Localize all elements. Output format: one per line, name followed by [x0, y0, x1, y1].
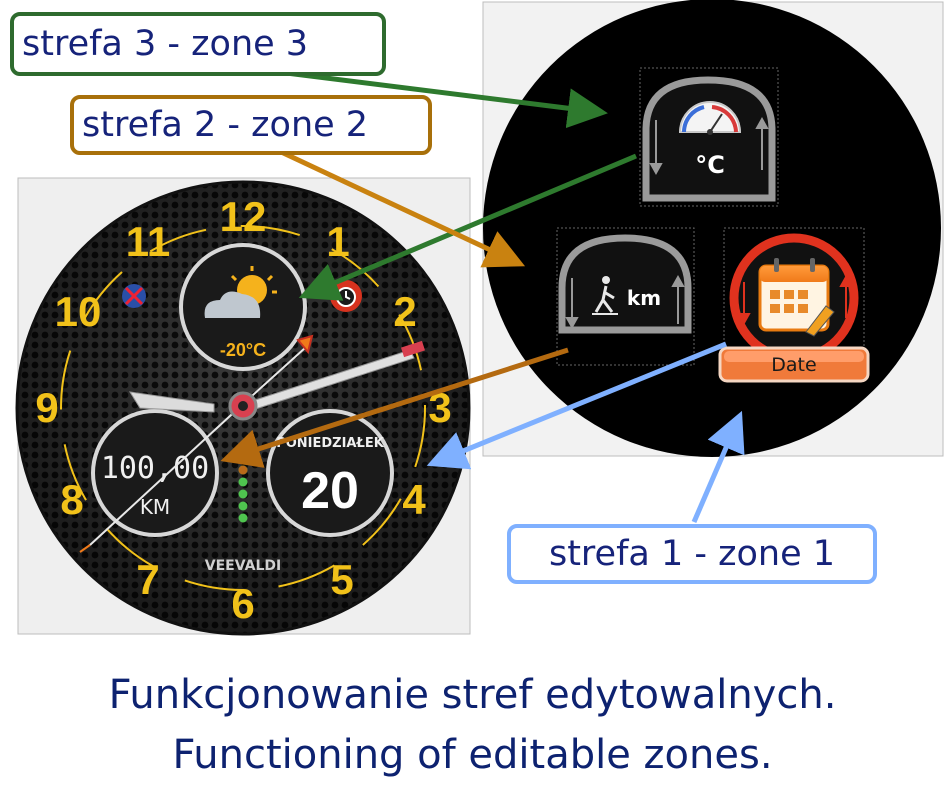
dial-number-8: 8 [60, 476, 83, 523]
zone1-arrow-to-editor [691, 410, 745, 523]
editor-panel: °C km [482, 0, 944, 457]
dial-number-12: 12 [220, 193, 267, 240]
caption-polish: Funkcjonowanie stref edytowalnych. [108, 672, 837, 718]
caption-english: Functioning of editable zones. [172, 732, 773, 778]
zone1-arrows-icon [737, 274, 853, 326]
editor-zone1-slot[interactable]: Date [718, 227, 870, 383]
temperature-unit: °C [695, 151, 725, 179]
partly-sunny-icon [204, 266, 277, 318]
zone2-arrows [220, 140, 569, 468]
zone3-label: strefa 3 - zone 3 [10, 12, 386, 76]
dial-numbers: 12 1 2 3 4 5 6 7 8 9 10 11 [35, 193, 451, 627]
bluetooth-off-icon [122, 284, 146, 308]
editor-zone3-slot[interactable]: °C [639, 67, 779, 207]
zone2-label: strefa 2 - zone 2 [70, 95, 432, 155]
zone2-arrows-icon [565, 274, 685, 330]
dial-number-5: 5 [330, 556, 353, 603]
walking-person-icon [592, 276, 618, 315]
zone2-arrow-to-watch [220, 347, 569, 468]
dial-number-9: 9 [35, 384, 58, 431]
distance-value: 100,00 [101, 451, 209, 486]
editor-zone2-slot[interactable]: km [556, 227, 695, 366]
dial-number-6: 6 [231, 580, 254, 627]
date-button-label: Date [771, 354, 816, 376]
zone1-arrows [426, 341, 745, 523]
dial-number-10: 10 [55, 288, 102, 335]
weekday-label: PONIEDZIAŁEK [276, 436, 385, 451]
day-number: 20 [301, 462, 359, 520]
dial-number-4: 4 [402, 476, 426, 523]
zone2-arrow-to-editor [260, 140, 526, 268]
dial-number-11: 11 [126, 218, 170, 265]
watch-hands [79, 334, 426, 553]
dial-number-1: 1 [326, 218, 349, 265]
weather-subdial[interactable]: -20°C [179, 243, 307, 371]
date-subdial[interactable]: PONIEDZIAŁEK 20 [266, 409, 394, 537]
calendar-icon [758, 258, 835, 337]
dial-number-2: 2 [393, 288, 416, 335]
dial-number-7: 7 [136, 556, 159, 603]
watch-face-panel: 12 1 2 3 4 5 6 7 8 9 10 11 [15, 177, 471, 636]
steps-distance-unit: km [627, 286, 661, 310]
dial-ring [60, 225, 426, 591]
zone1-arrow-to-watch [426, 341, 727, 470]
zone3-arrow-to-watch [298, 153, 637, 301]
dial-number-3: 3 [428, 384, 451, 431]
zone1-label: strefa 1 - zone 1 [507, 524, 877, 584]
distance-unit: KM [140, 495, 170, 519]
thermometer-gauge-icon [678, 101, 742, 135]
editor-preview-circle [483, 0, 941, 457]
weather-temperature: -20°C [220, 340, 266, 360]
zone3-arrows-icon [649, 116, 769, 176]
distance-subdial[interactable]: 100,00 KM [91, 409, 219, 537]
date-button[interactable]: Date [718, 346, 870, 383]
brand-logo: VEEVALDI [205, 558, 281, 574]
